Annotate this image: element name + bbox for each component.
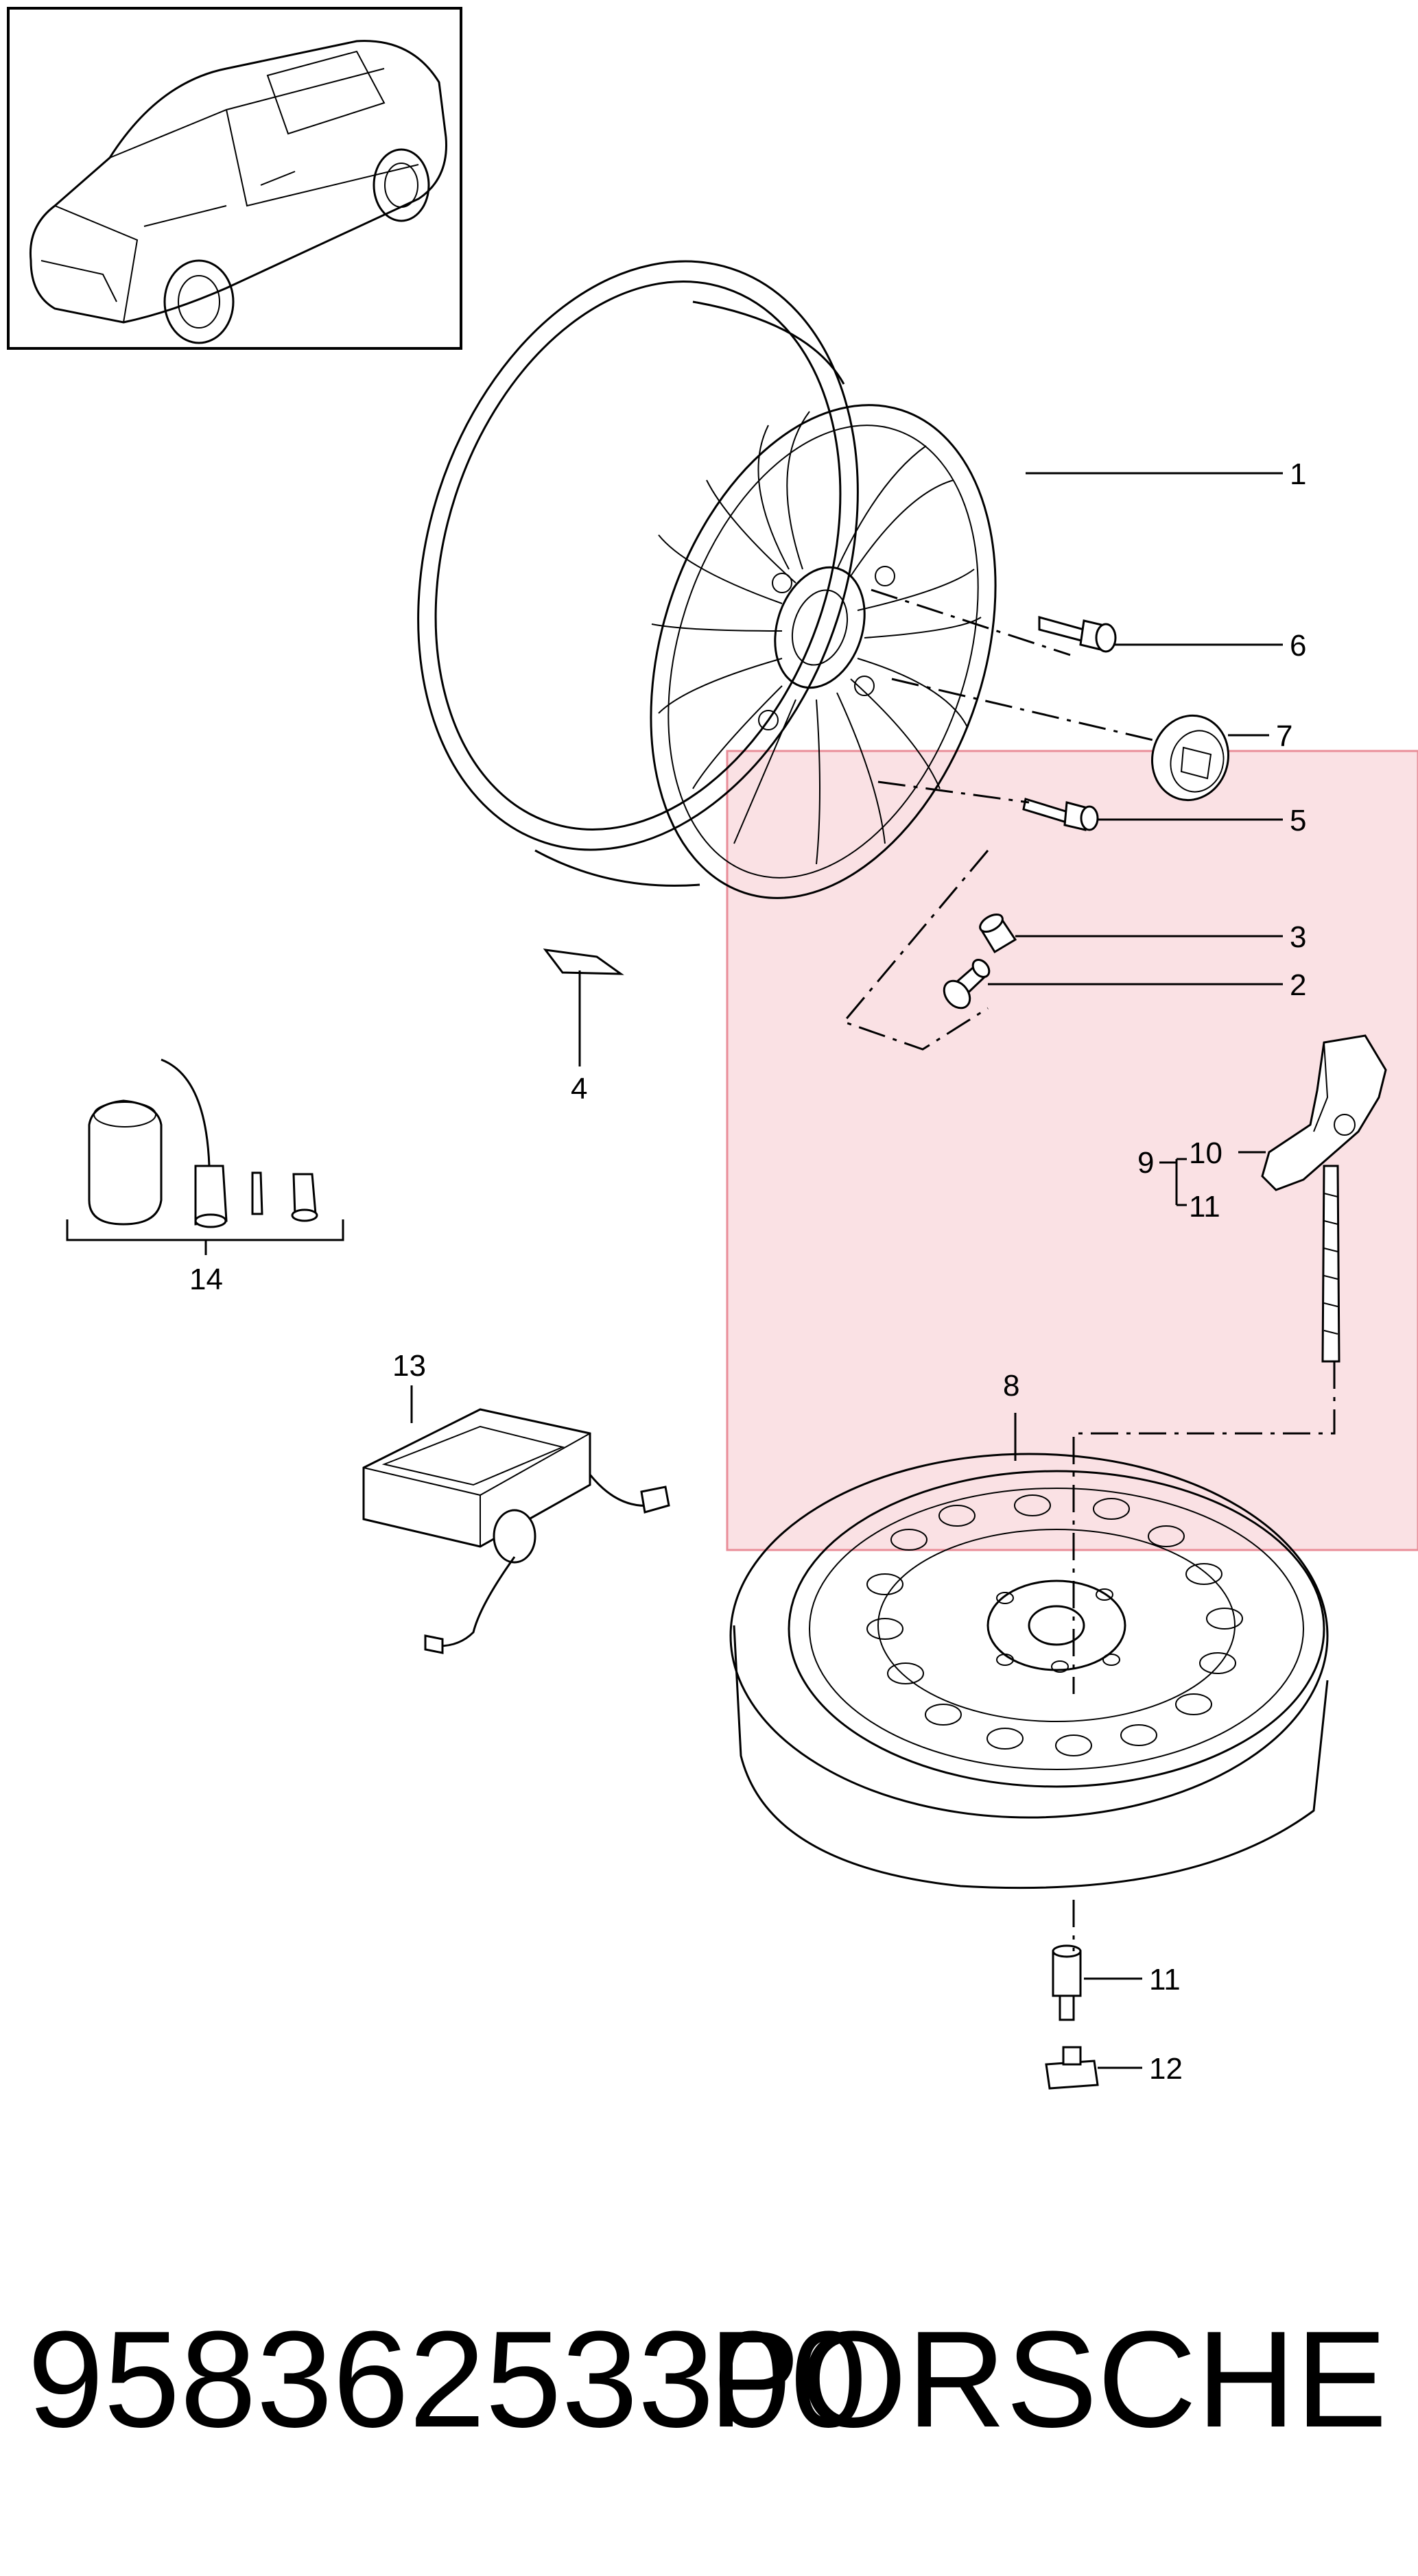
callout-2: 2 [1290,968,1306,1002]
callout-11-jack: 11 [1189,1190,1220,1224]
spacer-bolt [1052,1944,1082,2021]
callout-3: 3 [1290,920,1306,954]
callout-12: 12 [1149,2052,1183,2086]
callout-1: 1 [1290,457,1306,491]
callout-11-spacer: 11 [1149,1963,1181,1996]
balance-weight [543,949,624,975]
callout-7: 7 [1276,719,1292,753]
nut-plate [1045,2046,1099,2090]
callout-13: 13 [392,1349,426,1383]
footer: 95836253300 PORSCHE [0,2291,1418,2469]
wheel-bolt [1038,616,1117,653]
part-number: 95836253300 [27,2303,867,2456]
callout-10: 10 [1189,1136,1222,1170]
jack [1261,1034,1387,1363]
alloy-wheel [417,260,997,899]
spare-wheel [729,1453,1329,1889]
brand-name: PORSCHE [708,2303,1387,2456]
callout-5: 5 [1290,804,1306,837]
vehicle-thumbnail [7,7,462,350]
callout-6: 6 [1290,629,1306,663]
tire-repair-kit [66,1058,344,1255]
compressor [362,1408,670,1654]
callout-4: 4 [571,1072,587,1106]
callout-14: 14 [189,1263,223,1296]
callout-9: 9 [1137,1146,1154,1180]
valve-cap [979,914,1017,954]
hub-cap [1151,714,1229,802]
tire-valve [943,958,991,1010]
bolt [1022,798,1099,831]
callout-8: 8 [1003,1369,1019,1403]
leader-lines [410,472,1336,2069]
